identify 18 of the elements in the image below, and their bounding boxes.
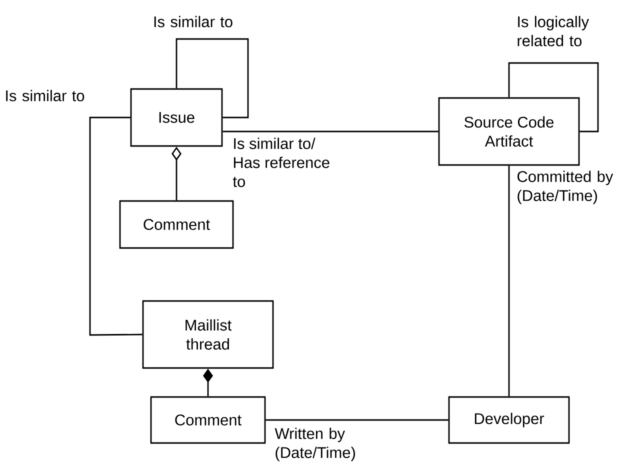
connector-line — [508, 166, 510, 396]
entity-box: Source Code Artifact — [438, 97, 580, 166]
edge-label: Committed by (Date/Time) — [517, 170, 614, 204]
entity-box: Comment — [119, 200, 234, 249]
edge-label: Is similar to/ Has reference to — [232, 138, 330, 188]
connector-line — [266, 419, 448, 421]
entity-box: Comment — [150, 396, 266, 444]
edge-label: Written by (Date/Time) — [274, 428, 355, 462]
entity-box: Maillist thread — [142, 300, 274, 369]
connector-line — [89, 116, 142, 336]
entity-box: Developer — [448, 396, 570, 444]
entity-box: Issue — [130, 88, 223, 147]
self-loop-line — [508, 62, 599, 132]
edge-label: Is similar to — [154, 16, 232, 28]
self-loop-line — [176, 38, 249, 118]
edge-label: Is similar to — [6, 90, 84, 102]
connector-line — [222, 130, 438, 132]
edge-label: Is logically related to — [518, 16, 589, 46]
